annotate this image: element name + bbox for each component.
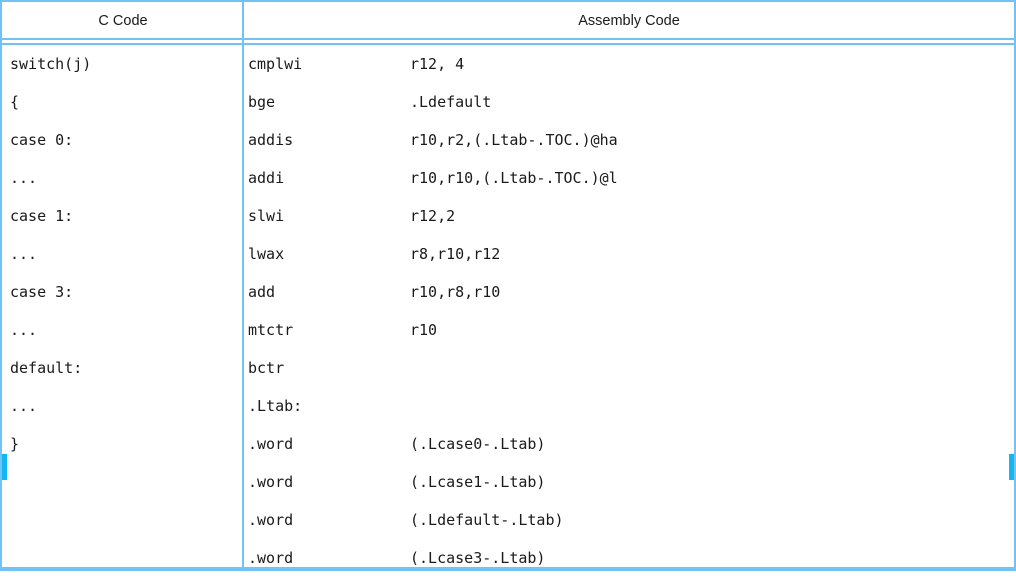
assembly-mnemonic-cell: .Ltab: [248,397,303,415]
header-rule-top [2,38,1014,40]
c-code-cell: } [10,435,20,453]
c-code-cell: ... [10,321,38,339]
assembly-operand-cell [410,349,1006,387]
c-code-cell: default: [10,359,83,377]
c-code-cell [10,501,238,539]
table-row: default: bctr [2,349,1014,387]
assembly-operand-cell: (.Lcase3-.Ltab) [410,549,546,567]
c-code-cell [10,463,238,501]
c-code-cell: case 1: [10,207,74,225]
assembly-mnemonic-cell: slwi [248,207,285,225]
assembly-operand-cell: (.Lcase0-.Ltab) [410,435,546,453]
c-code-cell: switch(j) [10,55,92,73]
assembly-mnemonic-cell: .word [248,473,294,491]
assembly-mnemonic-cell: mtctr [248,321,294,339]
assembly-operand-cell: .Ldefault [410,93,492,111]
table-row: ... addi r10,r10,(.Ltab-.TOC.)@l [2,159,1014,197]
table-row: case 0: addis r10,r2,(.Ltab-.TOC.)@ha [2,121,1014,159]
assembly-operand-cell: (.Ldefault-.Ltab) [410,511,564,529]
assembly-operand-cell: r10 [410,321,438,339]
scroll-marker-left[interactable] [2,454,7,480]
table-row: case 1: slwi r12,2 [2,197,1014,235]
assembly-mnemonic-cell: addi [248,169,285,187]
c-code-cell: case 3: [10,283,74,301]
assembly-operand-cell: r10,r10,(.Ltab-.TOC.)@l [410,169,618,187]
table-row: .word (.Lcase3-.Ltab) [2,539,1014,577]
assembly-mnemonic-cell: bge [248,93,276,111]
assembly-mnemonic-cell: .word [248,511,294,529]
assembly-mnemonic-cell: lwax [248,245,285,263]
assembly-mnemonic-cell: cmplwi [248,55,303,73]
table-row: .word (.Lcase1-.Ltab) [2,463,1014,501]
assembly-mnemonic-cell: .word [248,435,294,453]
header-rule-bottom [2,43,1014,45]
column-header-c-code: C Code [98,13,148,29]
table-row: .word (.Ldefault-.Ltab) [2,501,1014,539]
assembly-operand-cell: (.Lcase1-.Ltab) [410,473,546,491]
c-code-cell [10,539,238,577]
table-row: { bge .Ldefault [2,83,1014,121]
c-code-cell: { [10,93,20,111]
table-body: switch(j) cmplwi r12, 4 { bge .Ldefault case 0… [2,45,1014,571]
table-header-row: C Code Assembly Code [2,2,1014,40]
c-code-cell: ... [10,169,38,187]
assembly-operand-cell: r10,r8,r10 [410,283,501,301]
table-row: ... mtctr r10 [2,311,1014,349]
column-header-assembly-code: Assembly Code [578,13,680,29]
table-row: case 3: add r10,r8,r10 [2,273,1014,311]
table-row: } .word (.Lcase0-.Ltab) [2,425,1014,463]
assembly-operand-cell: r10,r2,(.Ltab-.TOC.)@ha [410,131,618,149]
assembly-mnemonic-cell: add [248,283,276,301]
scroll-marker-right[interactable] [1009,454,1014,480]
table-row: ... .Ltab: [2,387,1014,425]
assembly-operand-cell: r12,2 [410,207,456,225]
c-code-cell: ... [10,245,38,263]
assembly-operand-cell [410,387,1006,425]
c-code-cell: case 0: [10,131,74,149]
assembly-mnemonic-cell: addis [248,131,294,149]
assembly-mnemonic-cell: bctr [248,359,285,377]
column-divider [242,2,244,569]
assembly-mnemonic-cell: .word [248,549,294,567]
c-code-cell: ... [10,397,38,415]
table-row: ... lwax r8,r10,r12 [2,235,1014,273]
assembly-operand-cell: r12, 4 [410,55,465,73]
table-bottom-rule [2,567,1014,569]
assembly-operand-cell: r8,r10,r12 [410,245,501,263]
table-row: switch(j) cmplwi r12, 4 [2,45,1014,83]
